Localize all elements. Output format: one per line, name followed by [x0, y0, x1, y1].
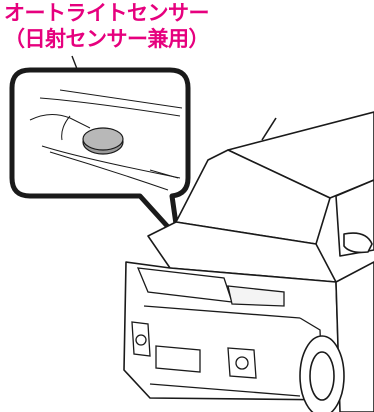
- car-body: [123, 111, 374, 412]
- label-line-1: オートライトセンサー: [4, 1, 210, 25]
- car-front-details: [131, 267, 323, 397]
- front-wheel: [299, 335, 345, 412]
- auto-light-sensor: [82, 127, 124, 155]
- callout-label: オートライトセンサー （日射センサー兼用）: [4, 0, 374, 52]
- magnified-dashboard: [29, 89, 183, 191]
- label-line-2: （日射センサー兼用）: [4, 27, 210, 51]
